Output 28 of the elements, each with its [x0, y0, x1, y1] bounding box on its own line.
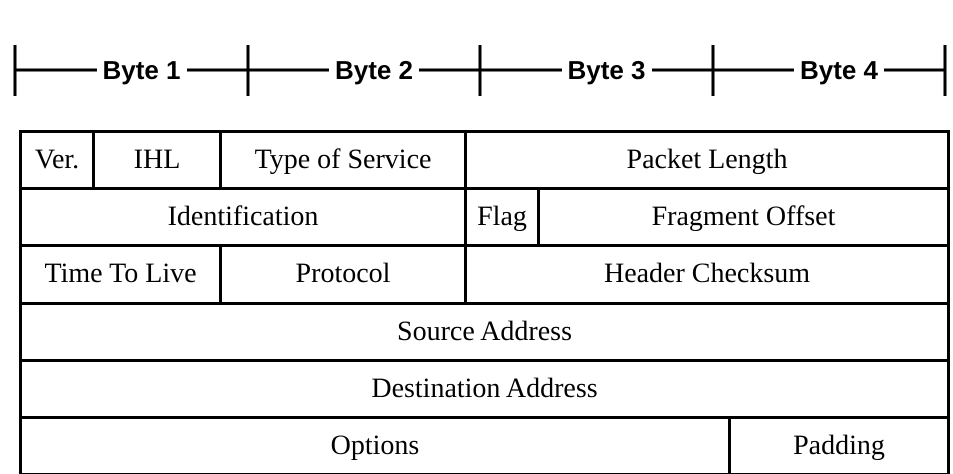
header-field	[467, 247, 947, 302]
header-field	[540, 190, 947, 244]
field-name: IHL	[134, 144, 180, 176]
field-name: Ver.	[34, 144, 80, 176]
header-field	[22, 362, 947, 416]
field-name: Fragment Offset	[652, 201, 836, 234]
field-name: Type of Service	[254, 144, 432, 176]
header-field	[22, 418, 728, 473]
field-name: Protocol	[296, 258, 390, 290]
field-name: Padding	[793, 430, 885, 462]
field-name: Time To Live	[44, 258, 197, 290]
field-name: Identification	[168, 201, 318, 234]
header-field	[222, 247, 464, 302]
header-field	[467, 190, 537, 244]
field-name: Header Checksum	[604, 258, 810, 290]
field-name: Source Address	[397, 316, 572, 348]
header-field	[22, 190, 464, 244]
header-field	[95, 133, 219, 188]
header-field	[731, 418, 947, 473]
header-field	[467, 133, 947, 188]
field-name: Flag	[477, 201, 527, 234]
field-name: Destination Address	[371, 372, 598, 405]
header-field	[22, 304, 947, 359]
header-field	[222, 133, 464, 188]
header-field	[22, 133, 92, 188]
header-field	[22, 247, 219, 302]
field-name: Options	[330, 430, 420, 462]
field-name: Packet Length	[626, 144, 788, 176]
